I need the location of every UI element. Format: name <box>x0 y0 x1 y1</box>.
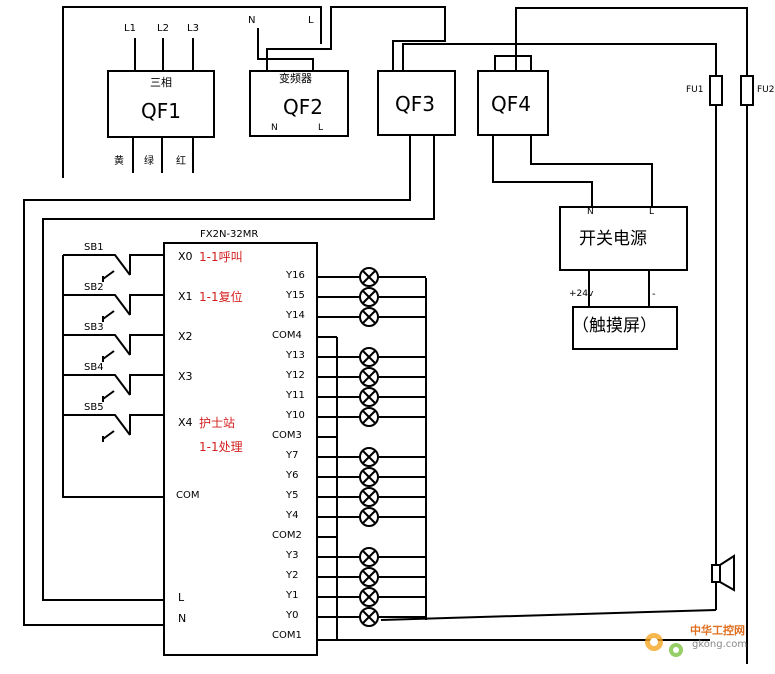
psu-name: 开关电源 <box>579 229 647 249</box>
lamp-y0 <box>317 607 426 627</box>
qf4-name: QF4 <box>491 92 531 116</box>
lamp-y2 <box>317 567 426 587</box>
switch-sb2 <box>63 294 164 322</box>
watermark-title: 中华工控网 <box>690 624 745 637</box>
plc-output-y13: Y13 <box>286 350 305 361</box>
plc-note-process: 1-1处理 <box>199 440 243 454</box>
plc-power-n: N <box>178 612 187 625</box>
qf3-name: QF3 <box>395 92 435 116</box>
fu1-fuse <box>709 75 723 106</box>
touch-screen-box <box>572 306 678 350</box>
qf2-in-l: L <box>308 15 314 26</box>
lamp-y16 <box>317 267 426 287</box>
lamp-y4 <box>317 507 426 527</box>
plc-power-l: L <box>178 591 185 604</box>
lamp-y1 <box>317 587 426 607</box>
watermark: 中华工控网 gkong.com <box>640 620 770 666</box>
qf2-name: QF2 <box>283 95 323 119</box>
lamp-y3 <box>317 547 426 567</box>
lamp-y13 <box>317 347 426 367</box>
plc-input-x2: X2 <box>178 330 193 343</box>
lamp-y6 <box>317 467 426 487</box>
plc-model: FX2N-32MR <box>200 229 259 240</box>
lamp-y5 <box>317 487 426 507</box>
fu1-label: FU1 <box>686 85 704 95</box>
qf1-top-label: 三相 <box>150 76 172 89</box>
psu-in-n: N <box>587 207 594 217</box>
plc-output-y2: Y2 <box>286 570 299 581</box>
qf1-name: QF1 <box>141 99 181 123</box>
plc-output-com2: COM2 <box>272 530 302 541</box>
lamp-y10 <box>317 407 426 427</box>
plc-box <box>163 242 318 656</box>
qf1-out-red: 红 <box>176 156 186 167</box>
sb3-label: SB3 <box>84 322 104 333</box>
fu2-fuse <box>740 75 754 106</box>
watermark-url: gkong.com <box>692 639 748 650</box>
plc-output-y5: Y5 <box>286 490 299 501</box>
qf2-out-n: N <box>271 123 278 133</box>
plc-input-x3: X3 <box>178 370 193 383</box>
psu-out-neg: - <box>652 289 656 300</box>
touch-screen-label: （触摸屏） <box>572 316 657 336</box>
sb1-label: SB1 <box>84 242 104 253</box>
plc-output-com4: COM4 <box>272 330 302 341</box>
plc-note-x4: 护士站 <box>199 416 236 430</box>
plc-output-y4: Y4 <box>286 510 299 521</box>
plc-output-y7: Y7 <box>286 450 299 461</box>
plc-com: COM <box>176 490 200 501</box>
plc-input-x0: X0 <box>178 250 193 263</box>
qf1-out-green: 绿 <box>144 156 154 167</box>
plc-output-y16: Y16 <box>286 270 305 281</box>
qf1-input-l2: L2 <box>157 23 169 34</box>
switch-sb5 <box>63 414 164 442</box>
plc-note-x1: 1-1复位 <box>199 290 243 304</box>
lamp-y14 <box>317 307 426 327</box>
sb5-label: SB5 <box>84 402 104 413</box>
plc-output-y11: Y11 <box>286 390 305 401</box>
plc-output-y3: Y3 <box>286 550 299 561</box>
lamp-y11 <box>317 387 426 407</box>
sb4-label: SB4 <box>84 362 104 373</box>
plc-output-y12: Y12 <box>286 370 305 381</box>
lamp-y12 <box>317 367 426 387</box>
sb2-label: SB2 <box>84 282 104 293</box>
plc-output-com1: COM1 <box>272 630 302 641</box>
plc-output-y15: Y15 <box>286 290 305 301</box>
qf1-out-yellow: 黄 <box>114 156 124 167</box>
plc-output-y14: Y14 <box>286 310 305 321</box>
plc-output-y10: Y10 <box>286 410 305 421</box>
lamp-y7 <box>317 447 426 467</box>
plc-output-y0: Y0 <box>286 610 299 621</box>
switch-sb1 <box>63 254 164 282</box>
switch-sb4 <box>63 374 164 402</box>
qf1-input-l1: L1 <box>124 23 136 34</box>
fu2-label: FU2 <box>757 85 775 95</box>
plc-output-com3: COM3 <box>272 430 302 441</box>
plc-output-y6: Y6 <box>286 470 299 481</box>
lamp-y15 <box>317 287 426 307</box>
plc-input-x1: X1 <box>178 290 193 303</box>
psu-box <box>559 206 688 271</box>
qf2-top-label: 变频器 <box>279 72 312 85</box>
psu-out-pos: +24v <box>569 289 594 299</box>
qf4-breaker <box>477 70 549 136</box>
qf2-breaker <box>249 70 349 137</box>
switch-sb3 <box>63 334 164 362</box>
buzzer-icon <box>711 564 721 583</box>
qf2-in-n: N <box>248 15 256 26</box>
psu-in-l: L <box>649 207 655 217</box>
qf3-breaker <box>377 70 456 136</box>
gear-logo-icon <box>645 633 683 657</box>
qf2-out-l: L <box>318 123 324 133</box>
plc-output-y1: Y1 <box>286 590 299 601</box>
qf1-input-l3: L3 <box>187 23 199 34</box>
plc-input-x4: X4 <box>178 416 193 429</box>
plc-note-x0: 1-1呼叫 <box>199 250 243 264</box>
